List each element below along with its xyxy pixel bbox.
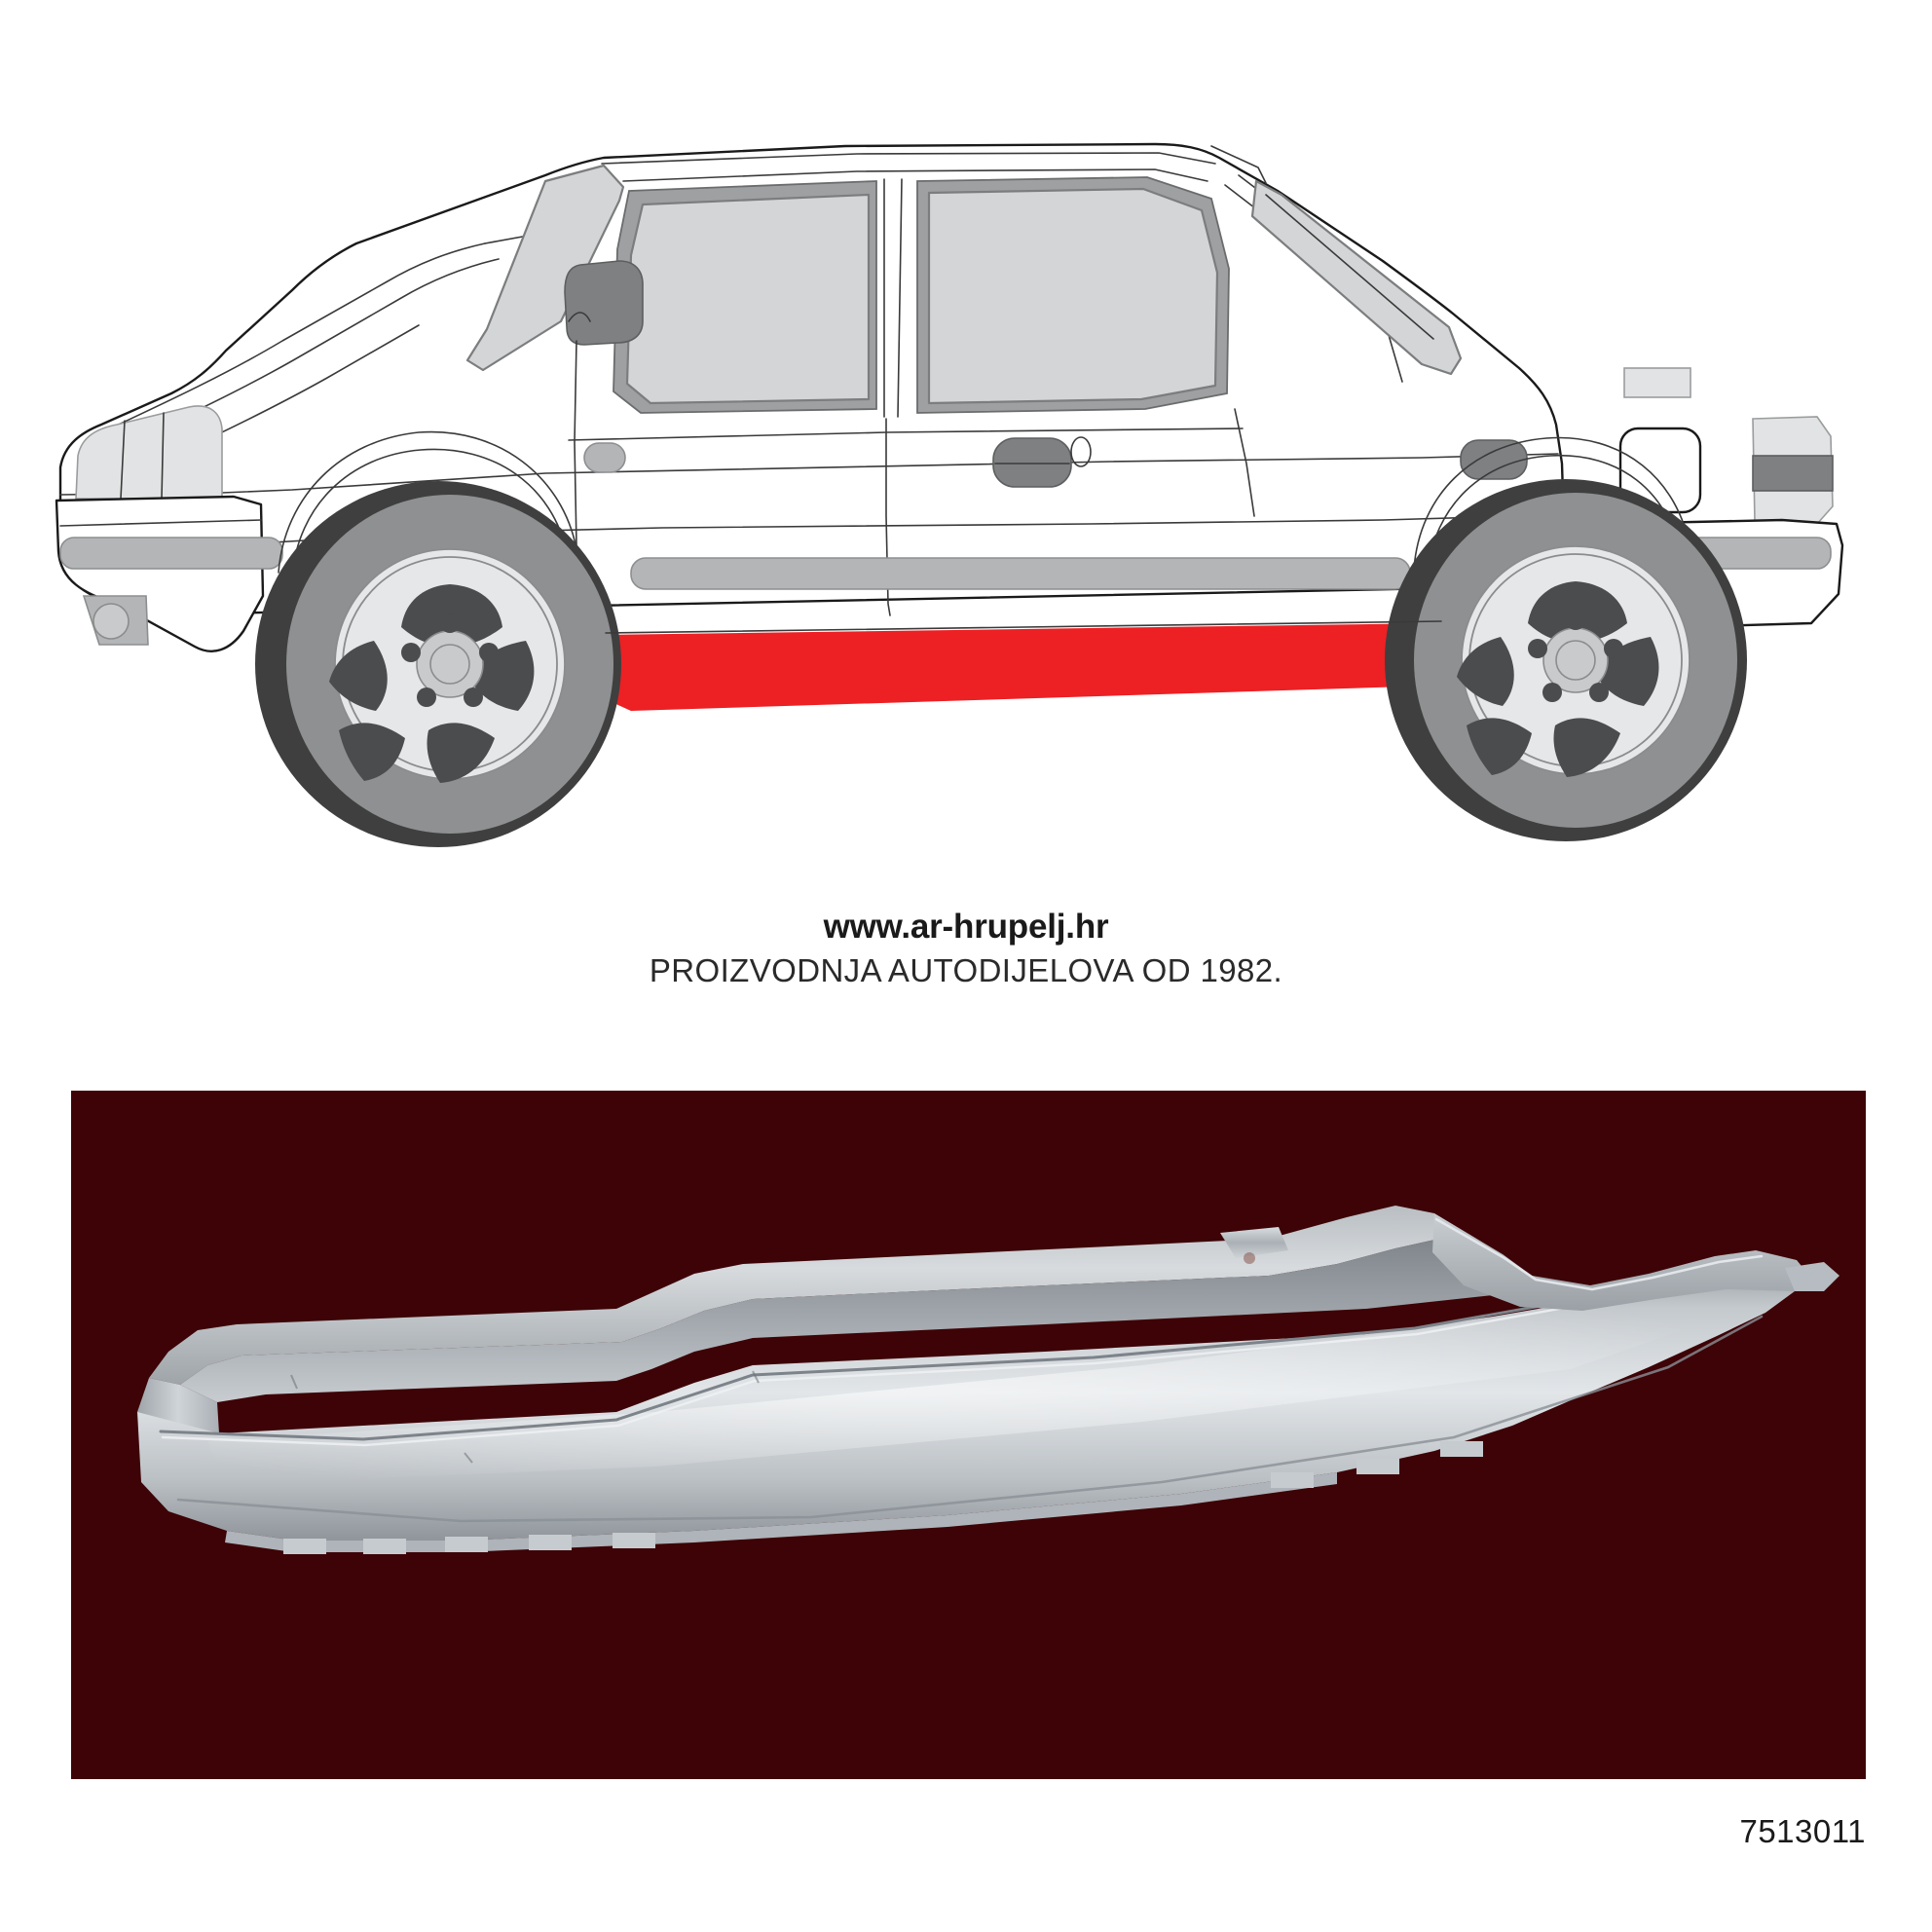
panel-bottom-flange [225, 1441, 1483, 1554]
panel-face-highlight [207, 1282, 1727, 1484]
rear-badge [1623, 367, 1691, 398]
front-door-handle [992, 437, 1072, 488]
rear-wheel [1385, 479, 1747, 841]
wheel-arches [278, 430, 1691, 577]
rear-wheel-lugs [1528, 611, 1623, 702]
rear-quarter-glass [1250, 179, 1463, 376]
branding-block: www.ar-hrupelj.hr PROIZVODNJA AUTODIJELO… [0, 906, 1932, 993]
front-wheel [255, 481, 621, 847]
side-mirror [564, 260, 644, 346]
greenhouse [465, 145, 1463, 418]
sill-repair-panel [137, 1206, 1839, 1554]
door-details [583, 367, 1702, 514]
rear-door-glass [927, 187, 1219, 405]
bumper-trim-strip [59, 537, 283, 570]
company-website: www.ar-hrupelj.hr [823, 908, 1109, 946]
panel-rear-notch [1220, 1227, 1288, 1258]
sill-highlight [604, 623, 1439, 711]
front-wheel-lugs [401, 613, 499, 707]
side-repeater [583, 442, 626, 473]
front-end [55, 405, 283, 652]
rear-door-handle [1460, 439, 1528, 480]
part-number: 7513011 [1739, 1813, 1866, 1849]
side-moulding [630, 557, 1411, 590]
windshield-glass [465, 164, 625, 372]
fog-lamp-lens [93, 603, 130, 640]
rocker-lower-edge [605, 620, 1442, 634]
tail-light-center-band [1752, 455, 1834, 492]
panel-surface-marks [290, 1252, 1255, 1464]
panel-right-tail [1432, 1213, 1814, 1311]
rear-door-shut-rear [1234, 408, 1255, 517]
panel-right-tip [1785, 1262, 1839, 1291]
front-door-glass [625, 193, 871, 405]
car-diagram: .ol { fill:none; stroke:#1a1a1a; stroke-… [0, 0, 1932, 876]
front-bumper [55, 495, 265, 652]
panel-top-return [149, 1206, 1439, 1385]
headlight [75, 405, 223, 500]
panel-inner-trough [180, 1239, 1532, 1402]
sill-highlight-area [604, 623, 1439, 711]
panel-crease-lower [176, 1315, 1764, 1523]
company-tagline: PROIZVODNJA AUTODIJELOVA OD 1982. [649, 952, 1283, 988]
product-photo-panel [71, 1091, 1866, 1779]
door-lock [1070, 436, 1092, 467]
panel-right-tail-edge [1434, 1217, 1764, 1291]
